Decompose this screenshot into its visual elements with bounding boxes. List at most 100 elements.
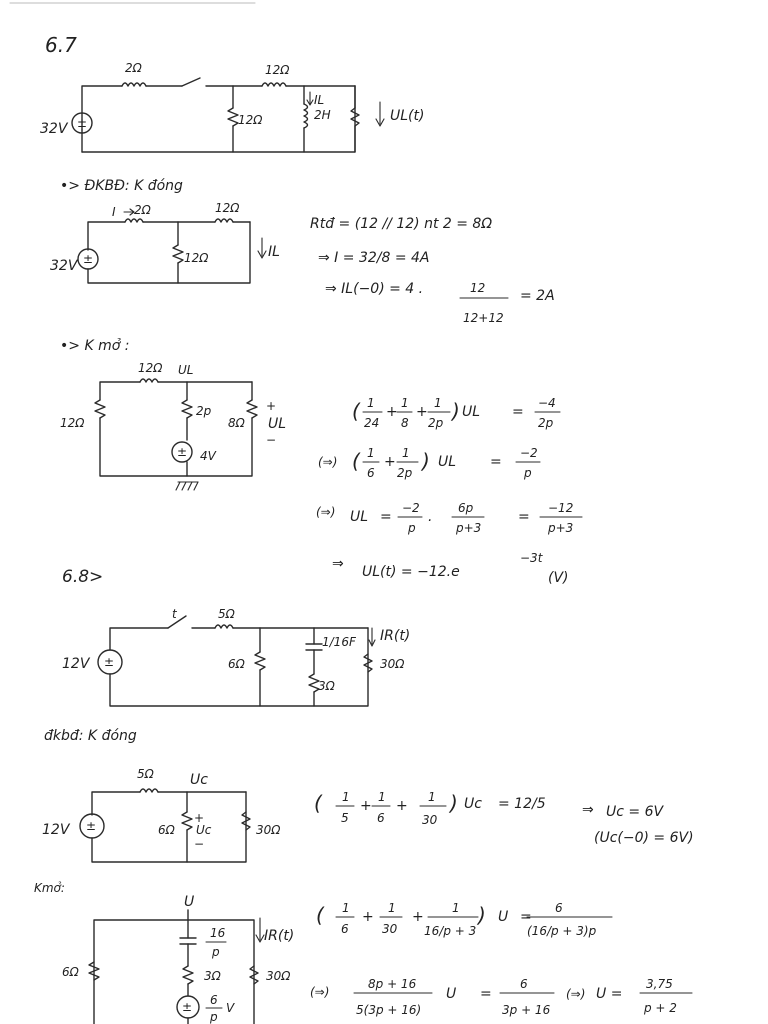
step4-src-unit: V: [226, 1001, 235, 1015]
step2-equation-3: (⇒) UL = −2 p . 6p p+3 = −12 p+3: [316, 501, 583, 535]
c68-r-6: 6Ω: [228, 657, 246, 671]
svg-text:(⇒): (⇒): [318, 455, 337, 469]
step1-eq-rtd: Rtđ = (12 // 12) nt 2 = 8Ω: [310, 216, 492, 232]
svg-text:6p: 6p: [458, 501, 474, 515]
svg-text:1: 1: [402, 446, 410, 460]
svg-text:±: ±: [104, 655, 114, 669]
c1-l-value: 2H: [314, 108, 331, 122]
svg-text:−4: −4: [538, 396, 556, 410]
step2-minus: −: [266, 433, 276, 447]
c68-r-30: 30Ω: [380, 657, 405, 671]
svg-text:=: =: [480, 986, 492, 1002]
step3-node: Uc: [190, 772, 208, 788]
svg-text:24: 24: [364, 416, 379, 430]
svg-text:−2: −2: [520, 446, 538, 460]
step1-eq-il-den: 12+12: [463, 311, 504, 325]
svg-text:−2: −2: [402, 501, 420, 515]
svg-text:UL: UL: [438, 454, 456, 470]
svg-text:±: ±: [182, 1000, 192, 1014]
step3-r-30: 30Ω: [256, 823, 281, 837]
svg-text:2p: 2p: [397, 466, 413, 480]
svg-text:3p + 16: 3p + 16: [502, 1003, 551, 1017]
step1-r-series: 2Ω: [134, 203, 152, 217]
svg-text:⇒: ⇒: [582, 802, 594, 818]
svg-text:(⇒): (⇒): [316, 505, 335, 519]
step2-out: UL: [268, 416, 286, 432]
step4-node: U: [184, 894, 194, 910]
svg-text:6: 6: [377, 811, 385, 825]
c1-r-top: 12Ω: [265, 63, 290, 77]
step2-equation-2: (⇒) ( 1 6 + 1 2p ) UL = −2 p: [318, 446, 541, 480]
circuit-step4: ±: [88, 909, 265, 1024]
svg-text:+: +: [384, 454, 396, 470]
step4-src-den: p: [209, 1010, 218, 1024]
step4-ir-label: IR(t): [264, 928, 294, 944]
step1-eq-il-lead: ⇒ IL(−0) = 4 .: [325, 281, 423, 297]
step3-minus: −: [194, 837, 204, 851]
step2-source: 4V: [200, 449, 217, 463]
c68-ir-label: IR(t): [380, 628, 410, 644]
svg-text:⇒: ⇒: [332, 556, 344, 572]
svg-text:±: ±: [83, 252, 93, 266]
svg-text:Uc: Uc: [464, 796, 482, 812]
svg-text:=: =: [520, 909, 532, 925]
svg-text:−12: −12: [548, 501, 573, 515]
step4-cap-num: 16: [210, 926, 226, 940]
svg-text:): ): [476, 903, 486, 927]
step3-equation-1: ( 1 5 + 1 6 + 1 30 ) Uc = 12/5 ⇒ Uc = 6V: [314, 790, 664, 827]
step3-r-series: 5Ω: [137, 767, 155, 781]
circuit-6-8: ±: [97, 615, 376, 707]
svg-text:=: =: [490, 454, 502, 470]
svg-text:+: +: [396, 798, 408, 814]
step3-plus: +: [194, 811, 204, 825]
svg-text:Uc = 6V: Uc = 6V: [606, 804, 664, 820]
circuit-step2: ±: [94, 378, 258, 491]
svg-text:±: ±: [77, 116, 87, 130]
svg-text:8p + 16: 8p + 16: [368, 977, 417, 991]
svg-text:30: 30: [422, 813, 438, 827]
svg-text:1: 1: [342, 901, 350, 915]
svg-text:1: 1: [452, 901, 460, 915]
svg-text:UL(t) = −12.e: UL(t) = −12.e: [362, 564, 460, 580]
svg-text:1: 1: [342, 790, 350, 804]
step1-title: •> ĐKBĐ: K đóng: [60, 178, 183, 194]
circuit-step1: ±: [77, 208, 267, 284]
svg-text:p + 2: p + 2: [643, 1001, 677, 1015]
svg-text:16/p + 3: 16/p + 3: [424, 924, 476, 938]
svg-text:.: .: [428, 509, 432, 525]
step3-title: đkbđ: K đóng: [44, 728, 137, 744]
c1-il-label: IL: [314, 93, 324, 107]
c1-r-series: 2Ω: [125, 61, 143, 75]
c68-source: 12V: [62, 656, 91, 672]
step2-node: UL: [178, 363, 193, 377]
svg-text:(16/p + 3)p: (16/p + 3)p: [527, 924, 597, 938]
step2-r-left: 12Ω: [60, 416, 85, 430]
step4-r-6: 6Ω: [62, 965, 80, 979]
svg-text:(: (: [352, 399, 361, 423]
step4-cap-den: p: [211, 945, 220, 959]
svg-text:−3t: −3t: [520, 551, 544, 565]
svg-text:(: (: [314, 791, 323, 815]
section-6-7-label: 6.7: [45, 33, 77, 57]
step4-r-3: 3Ω: [204, 969, 222, 983]
section-6-8-label: 6.8>: [62, 567, 103, 587]
c68-switch-label: t: [172, 607, 178, 621]
step2-plus: +: [266, 399, 276, 413]
svg-text:): ): [450, 399, 460, 423]
svg-text:5: 5: [341, 811, 349, 825]
svg-text:6: 6: [555, 901, 563, 915]
step1-r-top: 12Ω: [215, 201, 240, 215]
step1-eq-il-result: = 2A: [520, 288, 555, 304]
svg-text:): ): [448, 791, 458, 815]
c68-r-series: 5Ω: [218, 607, 236, 621]
svg-text:(⇒): (⇒): [310, 985, 329, 999]
svg-text:1: 1: [428, 790, 436, 804]
step2-r-right: 8Ω: [228, 416, 246, 430]
svg-text:= 12/5: = 12/5: [498, 796, 546, 812]
svg-text:=: =: [512, 404, 524, 420]
svg-text:8: 8: [401, 416, 409, 430]
svg-text:2p: 2p: [428, 416, 444, 430]
svg-text:1: 1: [367, 396, 375, 410]
step1-il-label: IL: [268, 244, 280, 260]
